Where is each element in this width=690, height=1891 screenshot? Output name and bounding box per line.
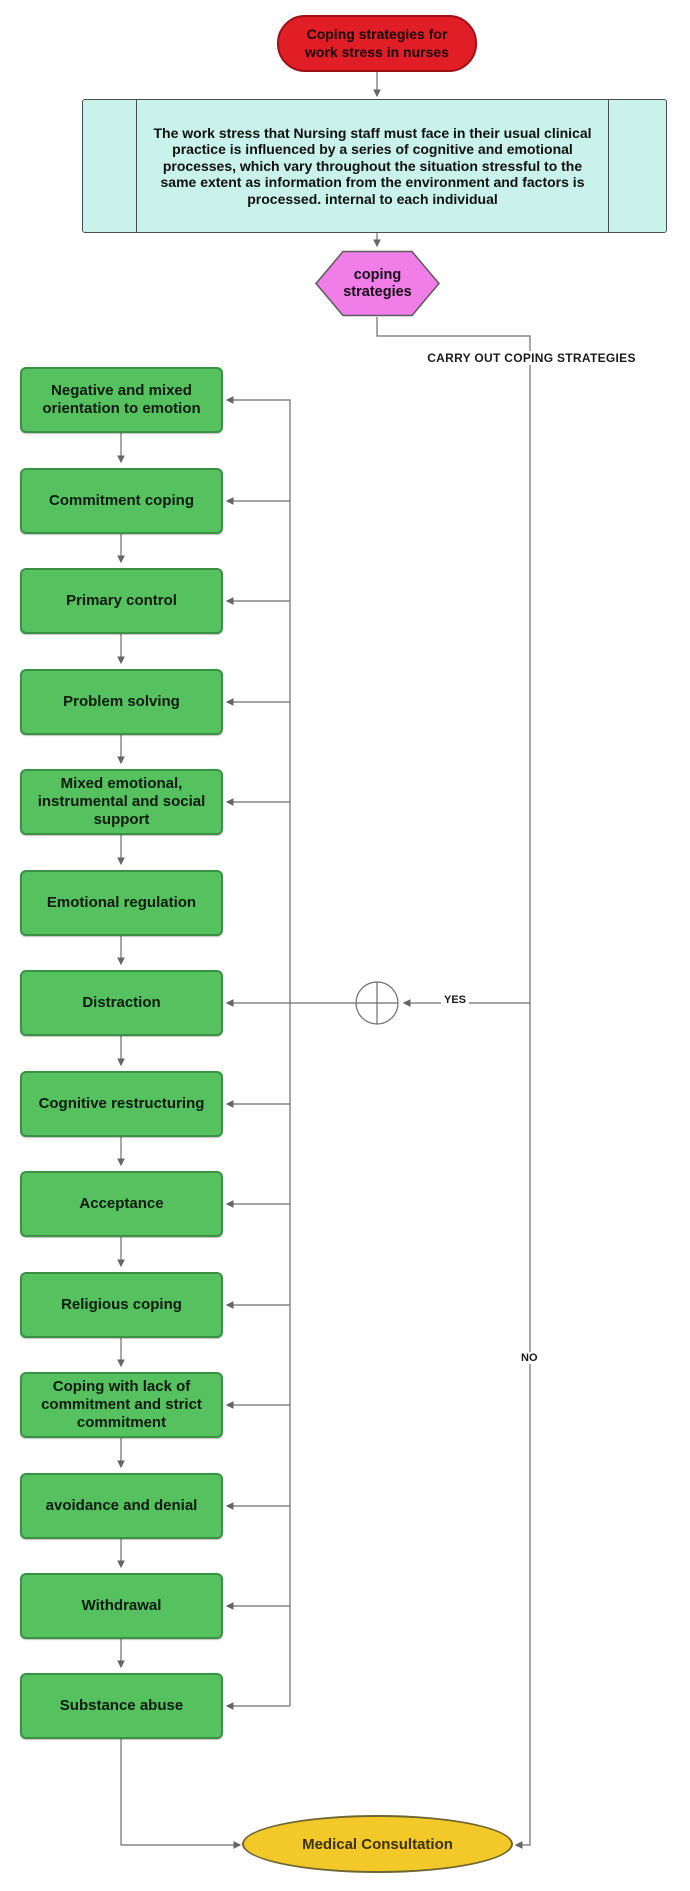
- strategy-box-negative-orientation: Negative and mixed orientation to emotio…: [20, 367, 223, 433]
- strategy-box-mixed-support: Mixed emotional, instrumental and social…: [20, 769, 223, 835]
- no-path-line: [376, 317, 531, 1849]
- strategy-box-emotional-regulation: Emotional regulation: [20, 870, 223, 936]
- strategy-box-distraction: Distraction: [20, 970, 223, 1036]
- strategy-box-problem-solving: Problem solving: [20, 669, 223, 735]
- strategy-box-avoidance-denial: avoidance and denial: [20, 1473, 223, 1539]
- terminal-node: Medical Consultation: [242, 1815, 513, 1873]
- start-node: Coping strategies for work stress in nur…: [277, 15, 477, 72]
- description-node: The work stress that Nursing staff must …: [82, 99, 667, 233]
- strategy-box-primary-control: Primary control: [20, 568, 223, 634]
- decision-label: coping strategies: [343, 266, 412, 300]
- arrow-substance-to-terminal: [120, 1739, 242, 1849]
- no-label: NO: [518, 1352, 541, 1364]
- strategy-box-religious-coping: Religious coping: [20, 1272, 223, 1338]
- strategy-box-substance-abuse: Substance abuse: [20, 1673, 223, 1739]
- strategy-box-acceptance: Acceptance: [20, 1171, 223, 1237]
- carry-out-label: CARRY OUT COPING STRATEGIES: [404, 351, 659, 365]
- description-text: The work stress that Nursing staff must …: [153, 124, 592, 207]
- strategy-box-withdrawal: Withdrawal: [20, 1573, 223, 1639]
- strategy-box-commitment-coping: Commitment coping: [20, 468, 223, 534]
- feedback-line: [225, 396, 291, 1706]
- yes-label: YES: [441, 994, 470, 1006]
- description-right-cell: [608, 100, 666, 232]
- hexagon-shape: [315, 250, 440, 317]
- strategy-box-cognitive-restructuring: Cognitive restructuring: [20, 1071, 223, 1137]
- strategy-box-lack-commitment: Coping with lack of commitment and stric…: [20, 1372, 223, 1438]
- description-left-cell: [83, 100, 137, 232]
- decision-node: coping strategies: [315, 250, 440, 317]
